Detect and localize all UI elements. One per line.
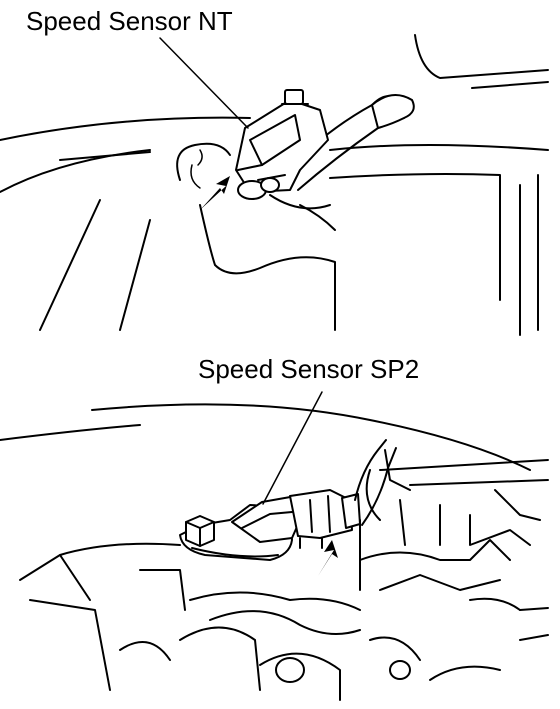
- leader-line-sp2: [262, 391, 323, 505]
- callout-speed-sensor-sp2: Speed Sensor SP2: [198, 354, 420, 384]
- nt-view: [0, 34, 549, 336]
- leader-line-nt: [159, 37, 249, 129]
- sp2-view: [0, 391, 549, 701]
- callout-speed-sensor-nt: Speed Sensor NT: [26, 6, 233, 36]
- arrow-icon: [200, 176, 230, 210]
- arrow-icon: [318, 540, 338, 576]
